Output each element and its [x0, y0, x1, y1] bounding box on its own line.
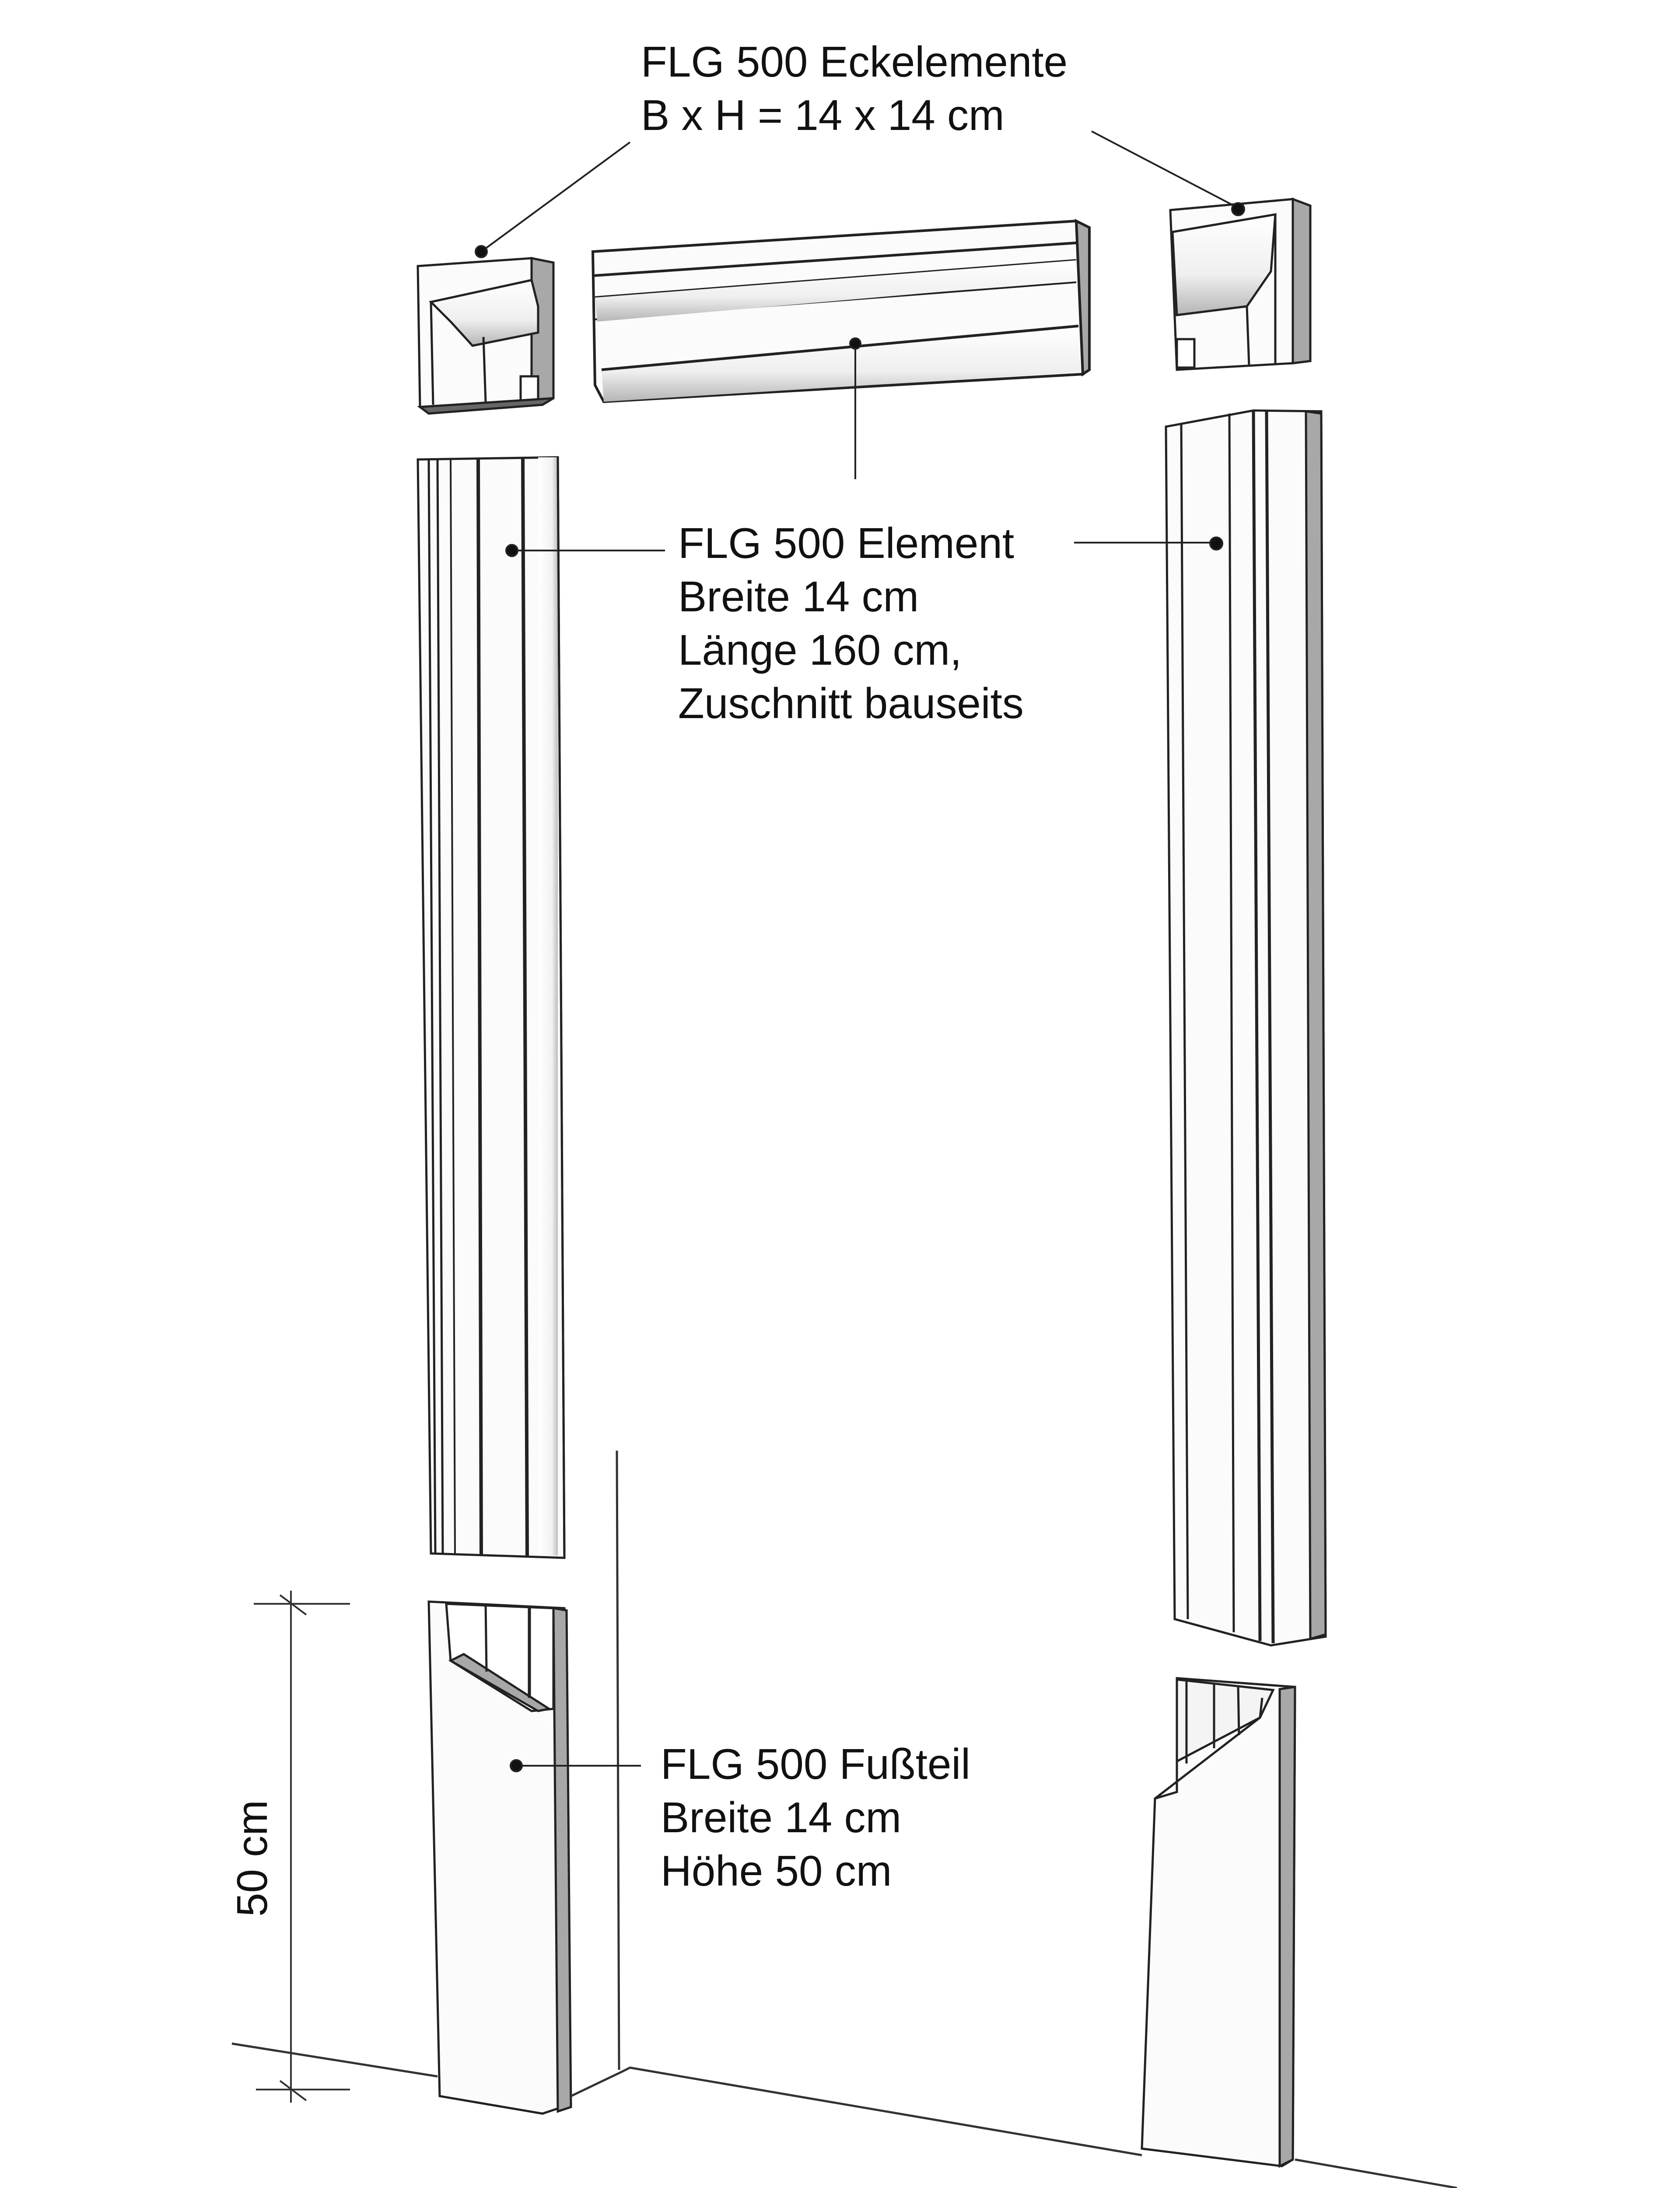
dimension-line-50cm	[254, 1591, 350, 2103]
foot-element-title: FLG 500 Fußteil	[661, 1740, 971, 1788]
side-element-width: Breite 14 cm	[678, 572, 919, 621]
side-element-length: Länge 160 cm,	[678, 626, 962, 674]
floor-lines	[231, 1450, 1457, 2188]
side-element-title: FLG 500 Element	[678, 519, 1015, 567]
leader-lines	[475, 130, 1245, 1772]
lintel-element	[591, 219, 1091, 403]
corner-element-size: B x H = 14 x 14 cm	[641, 91, 1004, 139]
side-element-note: Zuschnitt bauseits	[678, 679, 1024, 727]
side-element-label: FLG 500 Element Breite 14 cm Länge 160 c…	[678, 516, 1024, 730]
dimension-label-50cm: 50 cm	[228, 1800, 276, 1917]
foot-element-left	[427, 1600, 572, 2115]
corner-element-title: FLG 500 Eckelemente	[641, 38, 1068, 86]
side-element-left	[416, 456, 566, 1559]
foot-element-right	[1141, 1677, 1296, 2168]
foot-element-height: Höhe 50 cm	[661, 1847, 892, 1895]
foot-element-label: FLG 500 Fußteil Breite 14 cm Höhe 50 cm	[661, 1737, 970, 1897]
corner-element-label: FLG 500 Eckelemente B x H = 14 x 14 cm	[641, 35, 1068, 142]
side-element-right	[1165, 409, 1327, 1647]
foot-element-width: Breite 14 cm	[661, 1793, 902, 1841]
corner-element-left	[416, 256, 555, 415]
corner-element-right	[1169, 197, 1312, 371]
